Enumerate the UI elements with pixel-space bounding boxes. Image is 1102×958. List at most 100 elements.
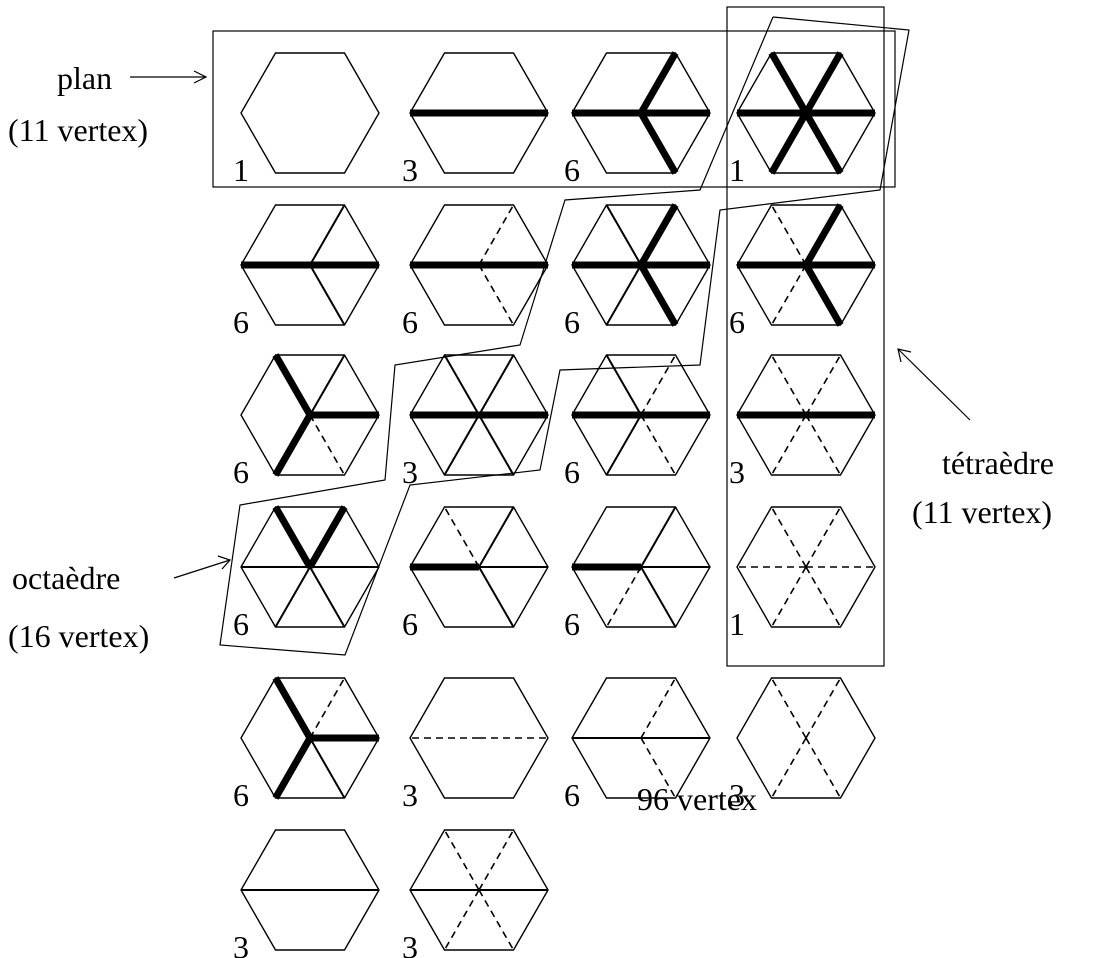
dashed-edge xyxy=(443,506,480,568)
thick-edge xyxy=(768,111,810,175)
hexagon-diagram: 1 xyxy=(729,506,876,642)
dashed-edge xyxy=(805,737,842,799)
dashed-edge xyxy=(640,354,677,416)
thick-edge xyxy=(637,51,679,115)
thin-edge xyxy=(309,566,346,628)
octahedron-arrow xyxy=(173,555,232,579)
thin-edge xyxy=(478,566,515,628)
multiplicity-label: 6 xyxy=(564,777,580,813)
hexagon-diagram: 3 xyxy=(402,354,549,490)
tetrahedron-vertex-count: (11 vertex) xyxy=(912,494,1052,530)
hexagon-diagram: 6 xyxy=(564,51,711,188)
thick-edge xyxy=(802,203,844,267)
plan-label: plan xyxy=(57,60,112,96)
thin-edge xyxy=(274,566,311,628)
dashed-edge xyxy=(478,204,515,266)
multiplicity-label: 6 xyxy=(564,304,580,340)
hexagon-diagram: 3 xyxy=(402,677,549,813)
hexagon-diagram: 6 xyxy=(564,677,711,813)
hexagon-diagram: 6 xyxy=(402,506,549,642)
hexagon-diagram: 3 xyxy=(729,354,876,490)
multiplicity-label: 3 xyxy=(729,454,745,490)
dashed-edge xyxy=(805,566,842,628)
dashed-edge xyxy=(640,677,677,739)
thick-edge xyxy=(272,505,314,569)
dashed-edge xyxy=(478,889,515,951)
thin-edge xyxy=(478,506,515,568)
multiplicity-label: 3 xyxy=(402,777,418,813)
hexagon-diagram: 6 xyxy=(233,204,380,340)
multiplicity-label: 1 xyxy=(729,152,745,188)
thin-edge xyxy=(640,506,677,568)
thick-edge xyxy=(306,505,348,569)
thin-edge xyxy=(605,354,642,416)
dashed-edge xyxy=(770,264,807,326)
multiplicity-label: 6 xyxy=(233,304,249,340)
thin-edge xyxy=(605,204,642,266)
hexagon-diagram: 1 xyxy=(729,51,876,188)
dashed-edge xyxy=(805,506,842,568)
hexagon-diagram: 3 xyxy=(402,829,549,958)
hexagon-diagram: 1 xyxy=(233,52,380,188)
thin-edge xyxy=(443,414,480,476)
hexagon-diagram: 3 xyxy=(402,52,549,188)
multiplicity-label: 6 xyxy=(233,777,249,813)
hexagon-diagram: 6 xyxy=(564,506,711,642)
hexagon-outline xyxy=(736,506,876,628)
hexagon-diagram: 6 xyxy=(729,203,876,340)
multiplicity-label: 6 xyxy=(564,152,580,188)
dashed-edge xyxy=(805,414,842,476)
multiplicity-label: 3 xyxy=(729,777,745,813)
multiplicity-label: 3 xyxy=(402,929,418,958)
dashed-edge xyxy=(309,414,346,476)
multiplicity-label: 6 xyxy=(729,304,745,340)
thick-edge xyxy=(802,111,844,175)
thin-edge xyxy=(605,414,642,476)
tetrahedron-group-outline xyxy=(726,6,885,667)
hexagon-diagram: 6 xyxy=(233,353,380,490)
thick-edge xyxy=(272,413,314,477)
multiplicity-label: 6 xyxy=(564,454,580,490)
multiplicity-label: 6 xyxy=(402,606,418,642)
multiplicity-label: 3 xyxy=(233,929,249,958)
hexagon-diagram: 6 xyxy=(564,203,711,340)
dashed-edge xyxy=(770,506,807,568)
multiplicity-label: 6 xyxy=(564,606,580,642)
tetrahedron-arrow xyxy=(897,348,971,421)
hexagon-diagram: 3 xyxy=(233,829,380,958)
hexagon-diagram: 3 xyxy=(729,677,876,813)
dashed-edge xyxy=(605,566,642,628)
dashed-edge xyxy=(770,677,807,739)
thin-edge xyxy=(605,264,642,326)
dashed-edge xyxy=(805,677,842,739)
thin-edge xyxy=(478,414,515,476)
hexagon-diagram: 6 xyxy=(564,354,711,490)
dashed-edge xyxy=(478,829,515,891)
thin-edge xyxy=(309,737,346,799)
thin-edge xyxy=(309,354,346,416)
plan-arrow xyxy=(130,70,208,84)
hexagon-diagram: 6 xyxy=(233,505,380,642)
plan-vertex-count: (11 vertex) xyxy=(8,112,148,148)
dashed-edge xyxy=(770,414,807,476)
dashed-edge xyxy=(770,354,807,416)
hexagon-outline xyxy=(736,677,876,799)
dashed-edge xyxy=(478,264,515,326)
octahedron-label: octaèdre xyxy=(12,560,120,596)
hexagon-outline xyxy=(240,52,380,174)
multiplicity-label: 6 xyxy=(233,454,249,490)
hexagon-outline xyxy=(409,677,549,799)
thick-edge xyxy=(802,263,844,327)
multiplicity-label: 3 xyxy=(402,152,418,188)
thin-edge xyxy=(443,354,480,416)
dashed-edge xyxy=(443,889,480,951)
thick-edge xyxy=(802,51,844,115)
dashed-edge xyxy=(770,737,807,799)
octahedron-vertex-count: (16 vertex) xyxy=(8,618,149,654)
thin-edge xyxy=(309,264,346,326)
multiplicity-label: 1 xyxy=(233,152,249,188)
dashed-edge xyxy=(309,677,346,739)
multiplicity-label: 3 xyxy=(402,454,418,490)
